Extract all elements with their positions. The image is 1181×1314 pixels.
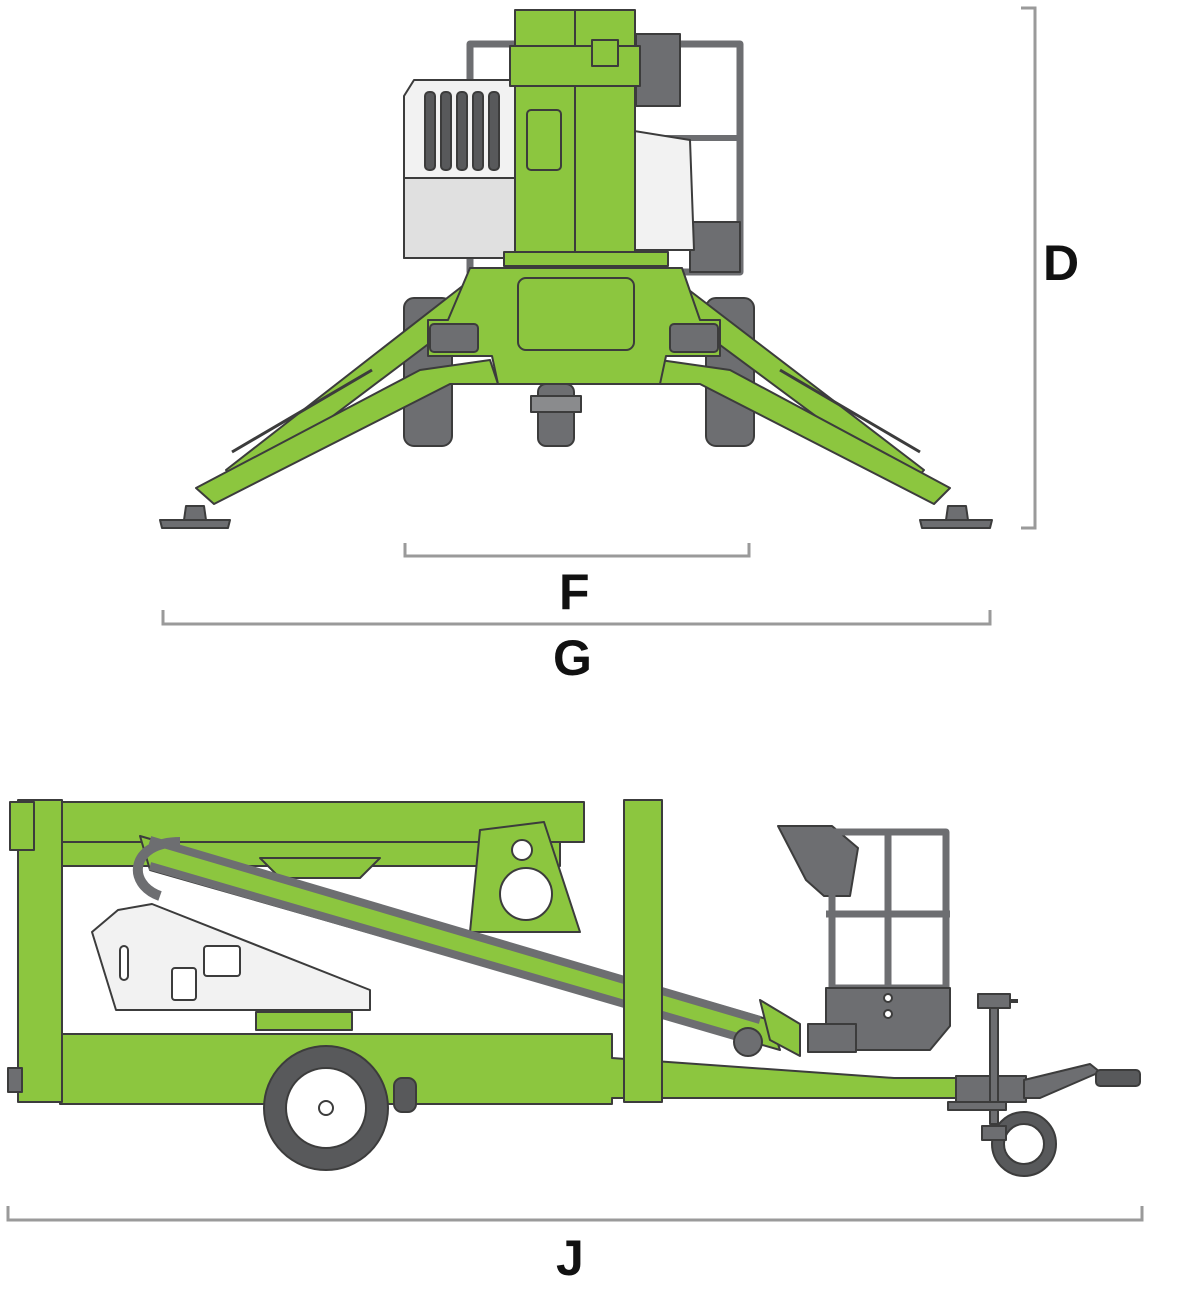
dimension-line-j	[6, 1206, 1144, 1222]
dimension-lines-front	[161, 6, 1037, 626]
front-hood	[403, 79, 695, 259]
front-view	[159, 9, 993, 529]
dimension-label-d: D	[1043, 235, 1080, 291]
dimension-lines-side	[6, 1206, 1144, 1222]
dimension-label-f: F	[559, 564, 590, 620]
front-chassis	[427, 267, 721, 385]
side-legs	[7, 799, 663, 1103]
side-drawbar	[59, 993, 1141, 1125]
dimension-line-f	[403, 543, 751, 558]
side-turntable	[91, 903, 371, 1031]
side-basket	[777, 825, 951, 1053]
dimension-label-g: G	[553, 630, 592, 686]
dimension-label-j: J	[556, 1230, 584, 1286]
front-column	[503, 9, 669, 267]
side-jockey-wheel	[981, 1111, 1057, 1177]
side-main-wheel	[263, 1045, 417, 1171]
front-outriggers	[195, 273, 951, 505]
dimension-line-d	[1021, 6, 1037, 530]
side-view	[7, 799, 1141, 1177]
dimension-line-g	[161, 610, 992, 626]
front-feet	[159, 505, 993, 529]
